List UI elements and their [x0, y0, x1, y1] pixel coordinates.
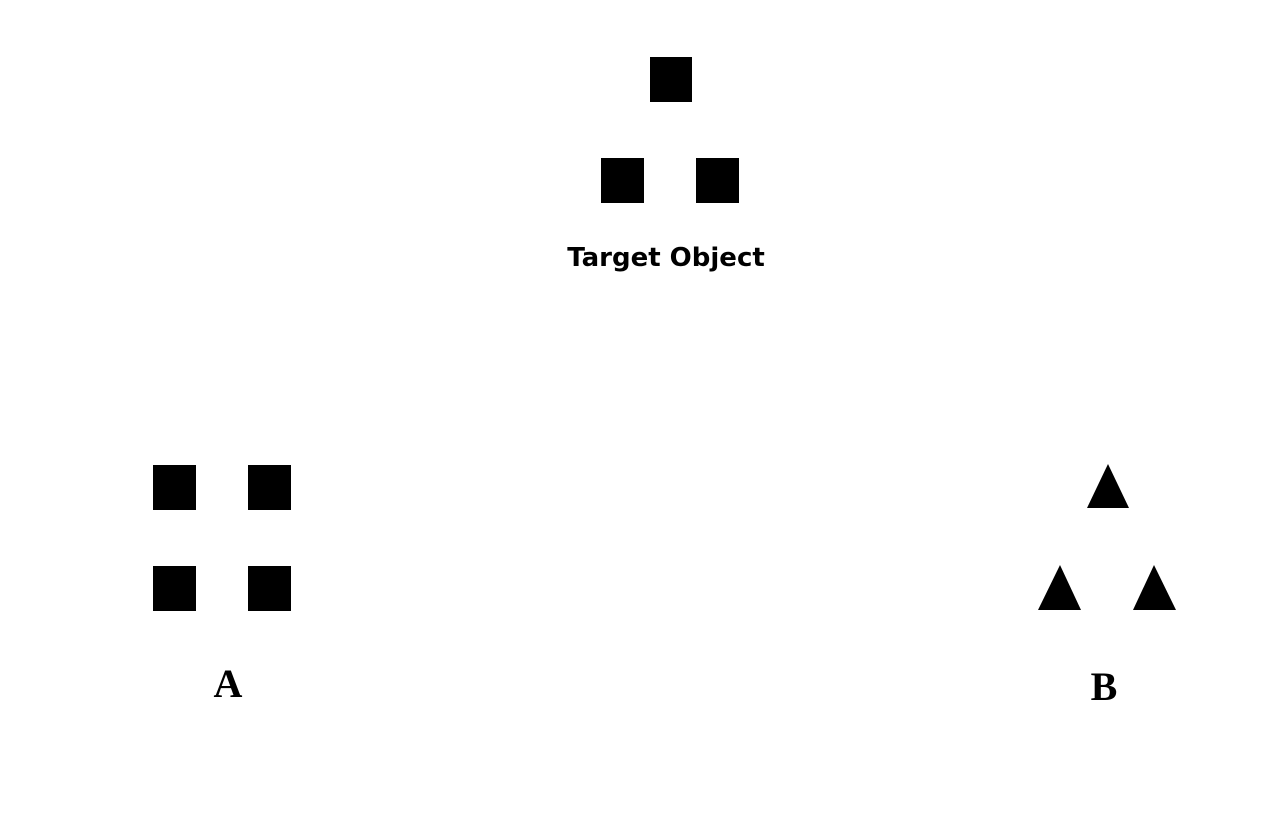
target-square-bottom-right	[696, 158, 739, 203]
option-b-triangle-bottom-right	[1133, 565, 1176, 610]
option-a-label: A	[213, 661, 243, 706]
option-b-triangle-top	[1087, 464, 1129, 508]
option-a-square-bottom-right	[248, 566, 291, 611]
option-b-triangle-bottom-left	[1038, 565, 1081, 610]
option-a-square-bottom-left	[153, 566, 196, 611]
option-b-triangles	[1038, 464, 1176, 610]
target-object-label: Target Object	[567, 243, 765, 273]
option-a-square-top-left	[153, 465, 196, 510]
option-a-square-top-right	[248, 465, 291, 510]
option-b-label: B	[1090, 664, 1118, 709]
target-square-bottom-left	[601, 158, 644, 203]
target-square-top	[650, 57, 692, 102]
